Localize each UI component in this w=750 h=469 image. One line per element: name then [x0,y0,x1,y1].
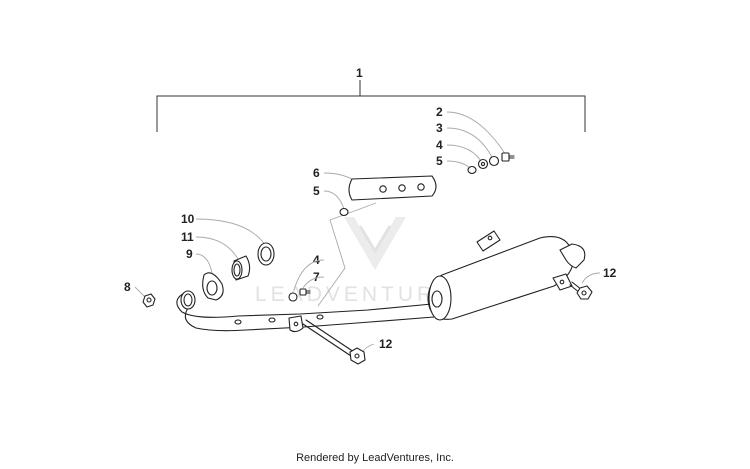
watermark-text: LEADVENTURE [255,283,454,306]
watermark-logo: LEADVENTURE [255,217,454,306]
callout-8: 8 [124,280,131,294]
callout-12-right: 12 [603,266,617,280]
callout-4-low: 4 [313,253,320,267]
washer-4-low [288,292,298,302]
washer-4-top [477,158,489,170]
assembly-bracket [156,80,586,132]
callout-10: 10 [181,212,195,226]
sleeve-11 [231,255,251,281]
lower-hardware [288,288,311,302]
muffler-outlet [559,243,586,269]
gasket-10 [257,242,275,266]
callout-5-top: 5 [436,154,443,168]
header-pipe [176,290,435,333]
callout-2: 2 [436,105,443,119]
flange-9 [202,272,224,301]
callout-4-top: 4 [436,138,443,152]
muffler [427,230,586,321]
callout-6: 6 [313,166,320,180]
footer-credit: Rendered by LeadVentures, Inc. [296,452,454,464]
lock-washer-3 [488,155,500,167]
grommet-5-top [467,165,477,175]
callout-5-mid: 5 [313,184,320,198]
callout-1: 1 [356,66,363,80]
top-hardware [339,152,515,217]
pipe-bracket [288,315,304,333]
callout-12-bottom: 12 [379,337,393,351]
leader-lines [134,111,601,355]
callout-11: 11 [181,230,194,244]
nut-8 [142,293,156,308]
callout-7: 7 [313,270,320,284]
bolt-12-bottom [302,319,366,365]
screw-2 [501,152,515,162]
muffler-mount-tab [476,230,501,252]
heat-shield [348,175,437,201]
grommet-5-mid [339,207,349,217]
screw-7 [299,288,311,296]
bolt-12-right [569,281,593,300]
callout-9: 9 [186,247,193,261]
callout-3: 3 [436,121,443,135]
